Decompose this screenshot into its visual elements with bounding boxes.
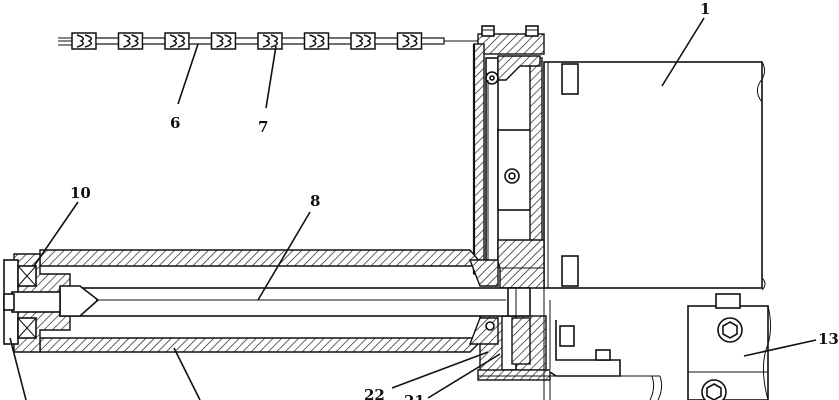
chain-link <box>164 32 213 50</box>
callout-6: 6 <box>170 114 180 132</box>
part-13-block <box>687 293 772 400</box>
callout-labels: 1 6 7 8 10 13 22 21 <box>70 0 839 400</box>
chain-link <box>303 32 352 50</box>
chain-link <box>350 32 399 50</box>
leader-lines <box>9 17 817 400</box>
callout-7: 7 <box>258 118 268 136</box>
motor <box>543 61 766 291</box>
callout-8: 8 <box>310 192 320 210</box>
callout-22: 22 <box>364 386 385 400</box>
callout-13: 13 <box>818 330 839 348</box>
callout-1: 1 <box>700 0 710 18</box>
base-plate <box>478 320 663 400</box>
chain-link <box>71 32 120 50</box>
callout-21: 21 <box>404 392 425 400</box>
chain <box>58 32 482 50</box>
roller-tube <box>3 249 531 365</box>
chain-link <box>396 32 445 50</box>
chain-link <box>117 32 166 50</box>
chain-link <box>257 32 306 50</box>
chain-link <box>210 32 259 50</box>
callout-10: 10 <box>70 184 91 202</box>
